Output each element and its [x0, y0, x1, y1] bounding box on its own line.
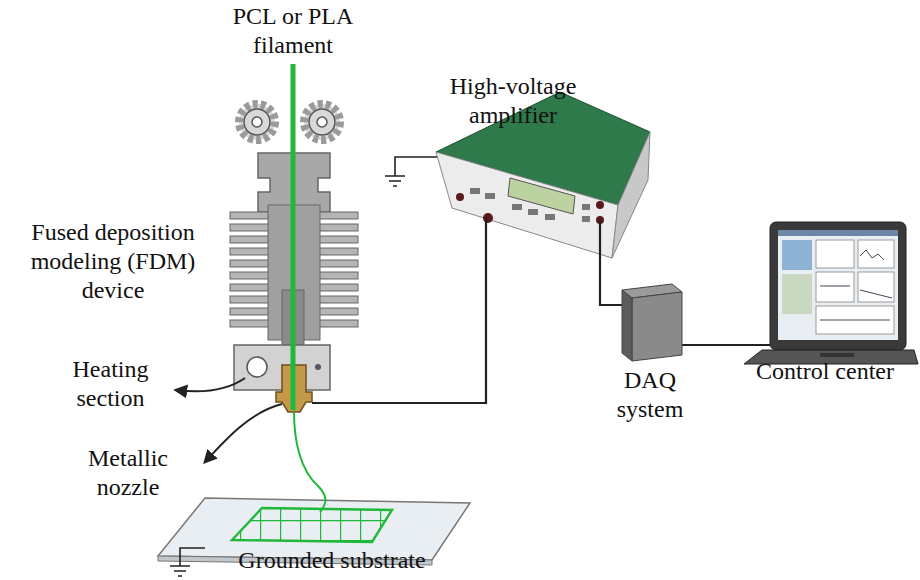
- drive-gears: [239, 104, 340, 140]
- device-label: Fused deposition modeling (FDM) device: [2, 218, 224, 305]
- device-label: Control center: [734, 357, 916, 386]
- daq-box: [622, 284, 682, 361]
- heater-hole: [247, 357, 267, 377]
- leader-arrow: [176, 378, 245, 391]
- part-label: Grounded substrate: [212, 546, 452, 575]
- device-label: DAQ system: [600, 366, 700, 424]
- part-label: Heating section: [48, 355, 173, 413]
- filament-label: PCL or PLA filament: [203, 2, 383, 60]
- part-label: Metallic nozzle: [68, 444, 188, 502]
- jet: [294, 412, 325, 512]
- filament: [291, 64, 296, 410]
- laptop: [744, 222, 918, 364]
- wire: [312, 218, 770, 403]
- ground-symbol: [170, 157, 438, 576]
- leader-arrow: [205, 404, 282, 462]
- printed-mesh: [232, 508, 392, 542]
- thermistor: [315, 364, 321, 370]
- amplifier-label: High-voltage amplifier: [418, 72, 608, 130]
